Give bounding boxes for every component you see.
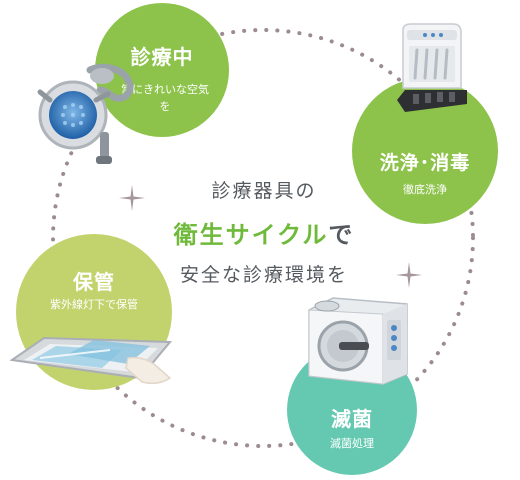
- step-subtitle: 常にきれいな空気を: [121, 83, 209, 113]
- step-subtitle: 徹底洗浄: [403, 183, 447, 196]
- center-heading-line1: 診療器具の: [211, 180, 317, 202]
- autoclave-icon: [308, 297, 408, 385]
- dental-light-icon: [37, 63, 134, 164]
- center-heading-line2: 衛生サイクルで: [150, 215, 378, 250]
- step-subtitle: 紫外線灯下で保管: [50, 298, 138, 311]
- hygiene-cycle-accent: 衛生サイクル: [173, 221, 329, 249]
- sparkle-icon: [119, 185, 145, 211]
- step-title: 診療中: [130, 45, 194, 69]
- step-title: 洗浄･消毒: [379, 152, 471, 174]
- center-heading-line2-rest: で: [328, 221, 355, 249]
- step-title: 滅菌: [331, 407, 373, 431]
- sparkle-icon: [396, 262, 422, 288]
- instrument-tray-icon: [10, 336, 173, 385]
- center-heading-line3: 安全な診療環境を: [179, 264, 348, 286]
- washer-disinfector-icon: [397, 23, 467, 112]
- step-subtitle: 滅菌処理: [330, 437, 374, 450]
- step-title: 保管: [73, 270, 115, 294]
